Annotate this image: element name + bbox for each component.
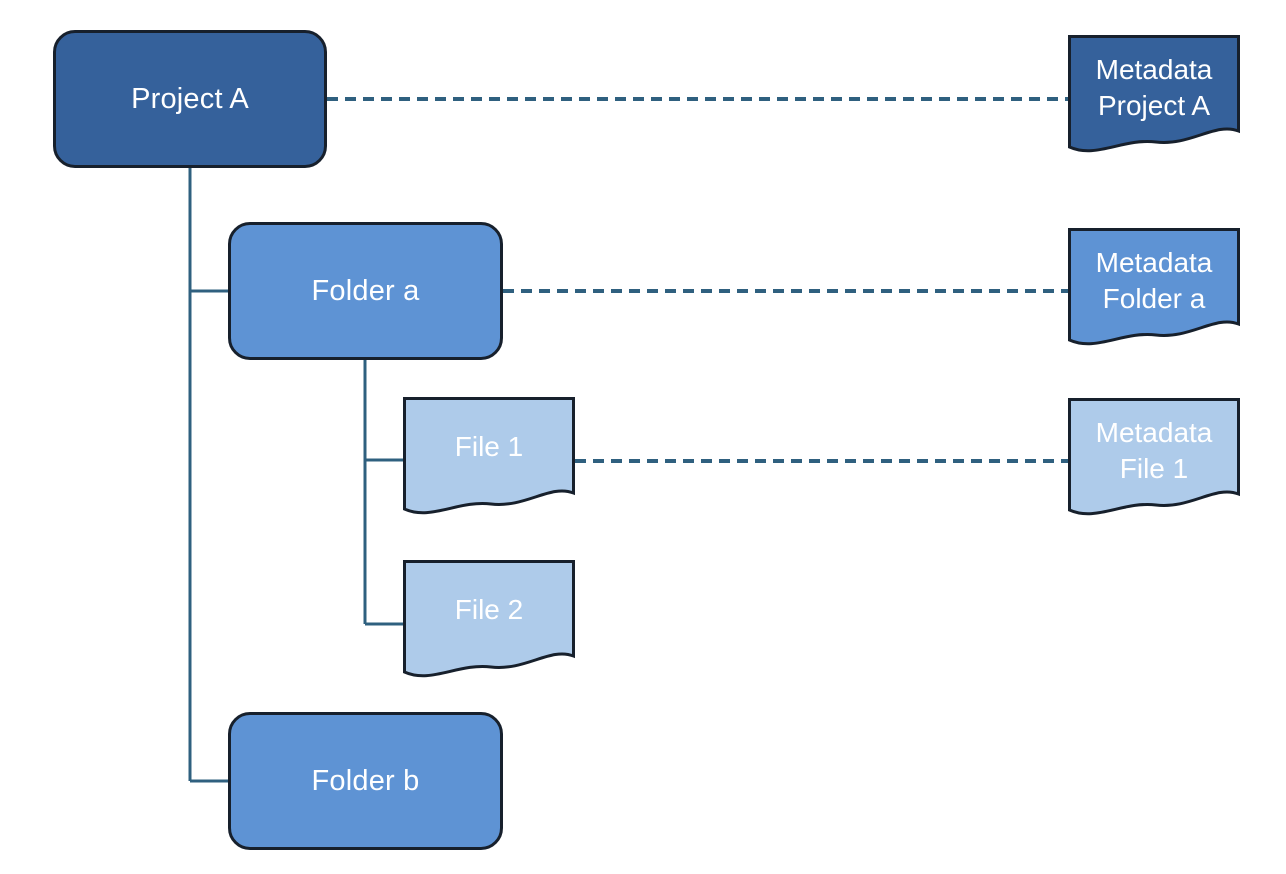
node-file-1-label: File 1 (454, 431, 524, 462)
node-metadata-file-1: Metadata File 1 (1068, 398, 1240, 524)
document-shape-icon (1068, 398, 1240, 516)
node-metadata-project-a: Metadata Project A (1068, 35, 1240, 161)
node-metadata-folder-a-line2: Folder a (1102, 282, 1206, 314)
node-file-2-label: File 2 (454, 594, 524, 625)
node-project-a: Project A (53, 30, 327, 168)
node-folder-a-label: Folder a (311, 274, 420, 307)
node-project-a-label: Project A (131, 82, 249, 115)
document-shape-icon (1068, 35, 1240, 153)
node-file-2: File 2 (403, 560, 575, 686)
document-shape-icon (403, 560, 575, 678)
node-folder-b: Folder b (228, 712, 503, 850)
node-folder-b-label: Folder b (311, 764, 420, 797)
node-metadata-file-1-line1: Metadata (1095, 416, 1213, 448)
document-shape-icon (403, 397, 575, 515)
node-file-1: File 1 (403, 397, 575, 523)
node-metadata-project-a-line1: Metadata (1095, 53, 1213, 85)
node-metadata-folder-a-line1: Metadata (1095, 246, 1213, 278)
node-metadata-project-a-line2: Project A (1097, 89, 1211, 121)
node-folder-a: Folder a (228, 222, 503, 360)
node-metadata-folder-a: Metadata Folder a (1068, 228, 1240, 354)
document-shape-icon (1068, 228, 1240, 346)
node-metadata-file-1-line2: File 1 (1119, 452, 1189, 484)
